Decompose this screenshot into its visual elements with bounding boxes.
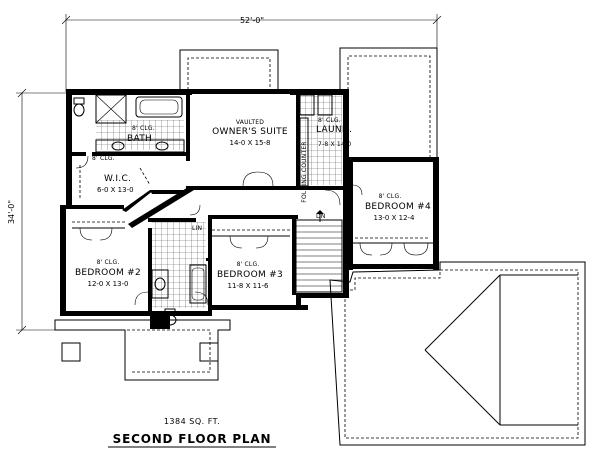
owners-suite-name-label: OWNER'S SUITE [212,127,288,137]
shower [95,94,127,124]
bedroom2-ceiling-label: 8' CLG. [97,259,120,266]
bath-name-label: BATH [127,134,152,144]
exterior-walls [60,89,439,329]
owners-vaulted-label: VAULTED [236,119,264,126]
top-dimension-line [61,14,442,92]
wic-name-label: W.I.C. [104,174,131,184]
bedroom4-size-label: 13-0 X 12-4 [373,214,415,222]
laundry-counter [299,94,333,187]
bedroom2-name-label: BEDROOM #2 [75,268,141,278]
bedroom3-ceiling-label: 8' CLG. [237,261,260,268]
bath3-toilet [163,308,177,326]
laundry-name-label: LAUND. [316,125,352,135]
interior-walls [72,89,353,313]
folding-counter-label: FOLDING COUNTER [301,141,308,202]
plan-title: SECOND FLOOR PLAN [113,432,272,446]
wic-ceiling-label: 8' CLG. [92,155,115,162]
linen-label: LIN [192,225,202,232]
owners-suite-size-label: 14-0 X 15-8 [229,139,270,147]
laundry-ceiling-label: 8' CLG. [318,117,341,124]
roof-bumpout-right [339,47,438,160]
overall-depth-label: 34'-0" [7,200,16,224]
left-dimension-line [16,88,70,335]
stair [295,210,343,293]
laundry-tile-floor [300,95,342,185]
vanity-sinks [95,139,185,153]
toilet-bath [73,97,85,117]
door-swings [75,155,429,306]
lower-roof [329,261,586,446]
bedroom4-ceiling-label: 8' CLG. [379,193,402,200]
closets [72,165,433,244]
area-label: 1384 SQ. FT. [164,417,220,426]
bedroom3-size-label: 11-8 X 11-6 [227,282,269,290]
bath-ceiling-label: 8' CLG. [132,125,155,132]
bathtub [135,96,183,118]
bedroom2-size-label: 12-0 X 13-0 [87,280,128,288]
bath3-vanity [151,269,169,299]
bath3-tub [189,264,207,304]
wic-size-label: 6-0 X 13-0 [97,186,134,194]
overall-width-label: 52'-0" [240,16,264,25]
bath-tile-floor [96,120,184,150]
front-porch-roof [54,319,231,381]
roof-bumpout-left [179,49,279,90]
bedroom4-name-label: BEDROOM #4 [365,202,431,212]
stair-down-label: DN [316,213,326,220]
laundry-size-label: 7-8 X 14-0 [318,141,351,148]
bedroom3-name-label: BEDROOM #3 [217,270,283,280]
